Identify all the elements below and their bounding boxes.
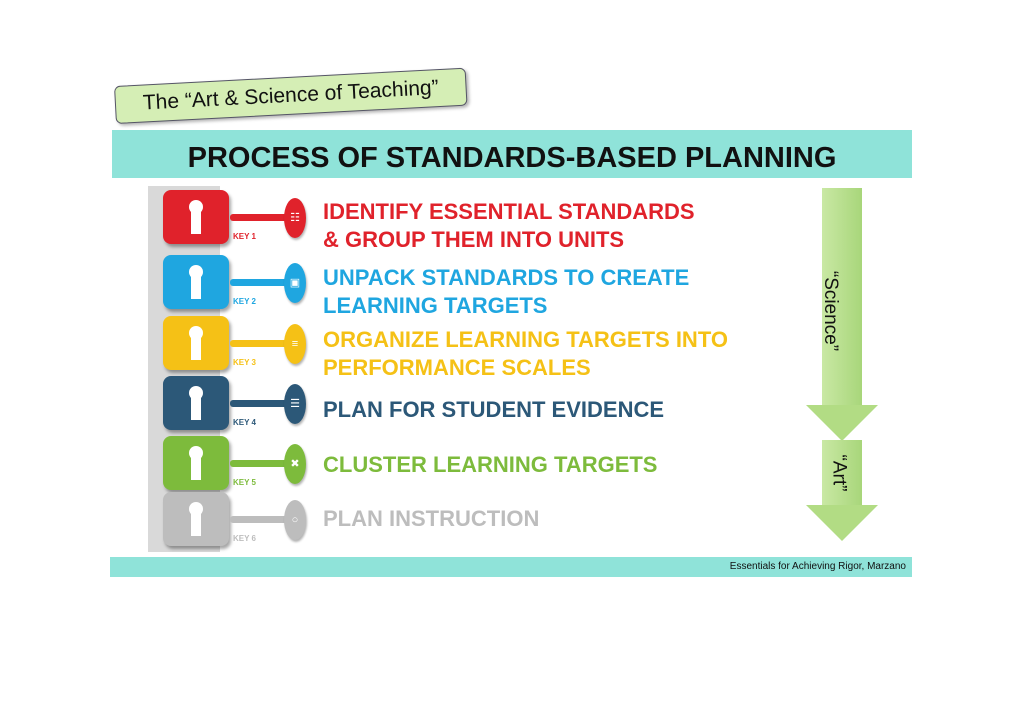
key-shaft: [230, 400, 290, 407]
document-icon: ☰: [284, 384, 306, 424]
step-1-line1: IDENTIFY ESSENTIAL STANDARDS: [323, 199, 695, 224]
art-science-banner: The “Art & Science of Teaching”: [114, 67, 468, 124]
step-6-line1: PLAN INSTRUCTION: [323, 506, 540, 531]
key-shaft: [230, 340, 290, 347]
key-shaft: [230, 460, 290, 467]
step-3-line2: PERFORMANCE SCALES: [323, 355, 591, 380]
keyhole-icon: [189, 446, 203, 480]
keyhole-block-3: [163, 316, 229, 370]
footer-citation: Essentials for Achieving Rigor, Marzano: [729, 561, 906, 572]
hierarchy-icon: ☷: [284, 198, 306, 238]
step-2-line1: UNPACK STANDARDS TO CREATE: [323, 265, 690, 290]
art-arrow-head: [806, 505, 878, 541]
keyhole-icon: [189, 265, 203, 299]
step-2-line2: LEARNING TARGETS: [323, 293, 548, 318]
keyhole-icon: [189, 326, 203, 360]
key-shaft: [230, 516, 290, 523]
lightbulb-icon: ○: [284, 500, 306, 540]
key-shaft: [230, 214, 290, 221]
key-shaft: [230, 279, 290, 286]
science-arrow-head: [806, 405, 878, 441]
science-label: “Science”: [820, 270, 842, 352]
key-label: KEY 4: [233, 418, 256, 427]
key-label: KEY 1: [233, 232, 256, 241]
key-label: KEY 3: [233, 358, 256, 367]
keyhole-icon: [189, 386, 203, 420]
page-title: PROCESS OF STANDARDS-BASED PLANNING: [187, 142, 837, 174]
art-arrow-shaft: [822, 440, 862, 506]
step-4-line1: PLAN FOR STUDENT EVIDENCE: [323, 397, 665, 422]
footer-band: [110, 557, 912, 577]
science-arrow-shaft: [822, 188, 862, 406]
step-1-line2: & GROUP THEM INTO UNITS: [323, 227, 625, 252]
keyhole-block-2: [163, 255, 229, 309]
key-label: KEY 6: [233, 534, 256, 543]
keyhole-icon: [189, 502, 203, 536]
keyhole-block-4: [163, 376, 229, 430]
keyhole-block-5: [163, 436, 229, 490]
keyhole-icon: [189, 200, 203, 234]
shuffle-icon: ✖: [284, 444, 306, 484]
keyhole-block-1: [163, 190, 229, 244]
keyhole-block-6: [163, 492, 229, 546]
key-label: KEY 5: [233, 478, 256, 487]
briefcase-icon: ▣: [284, 263, 306, 303]
key-label: KEY 2: [233, 297, 256, 306]
step-3-line1: ORGANIZE LEARNING TARGETS INTO: [323, 327, 728, 352]
step-5-line1: CLUSTER LEARNING TARGETS: [323, 452, 658, 477]
art-label: “Art”: [828, 454, 850, 492]
bar-chart-icon: ≡: [284, 324, 306, 364]
header-band: [112, 130, 912, 178]
